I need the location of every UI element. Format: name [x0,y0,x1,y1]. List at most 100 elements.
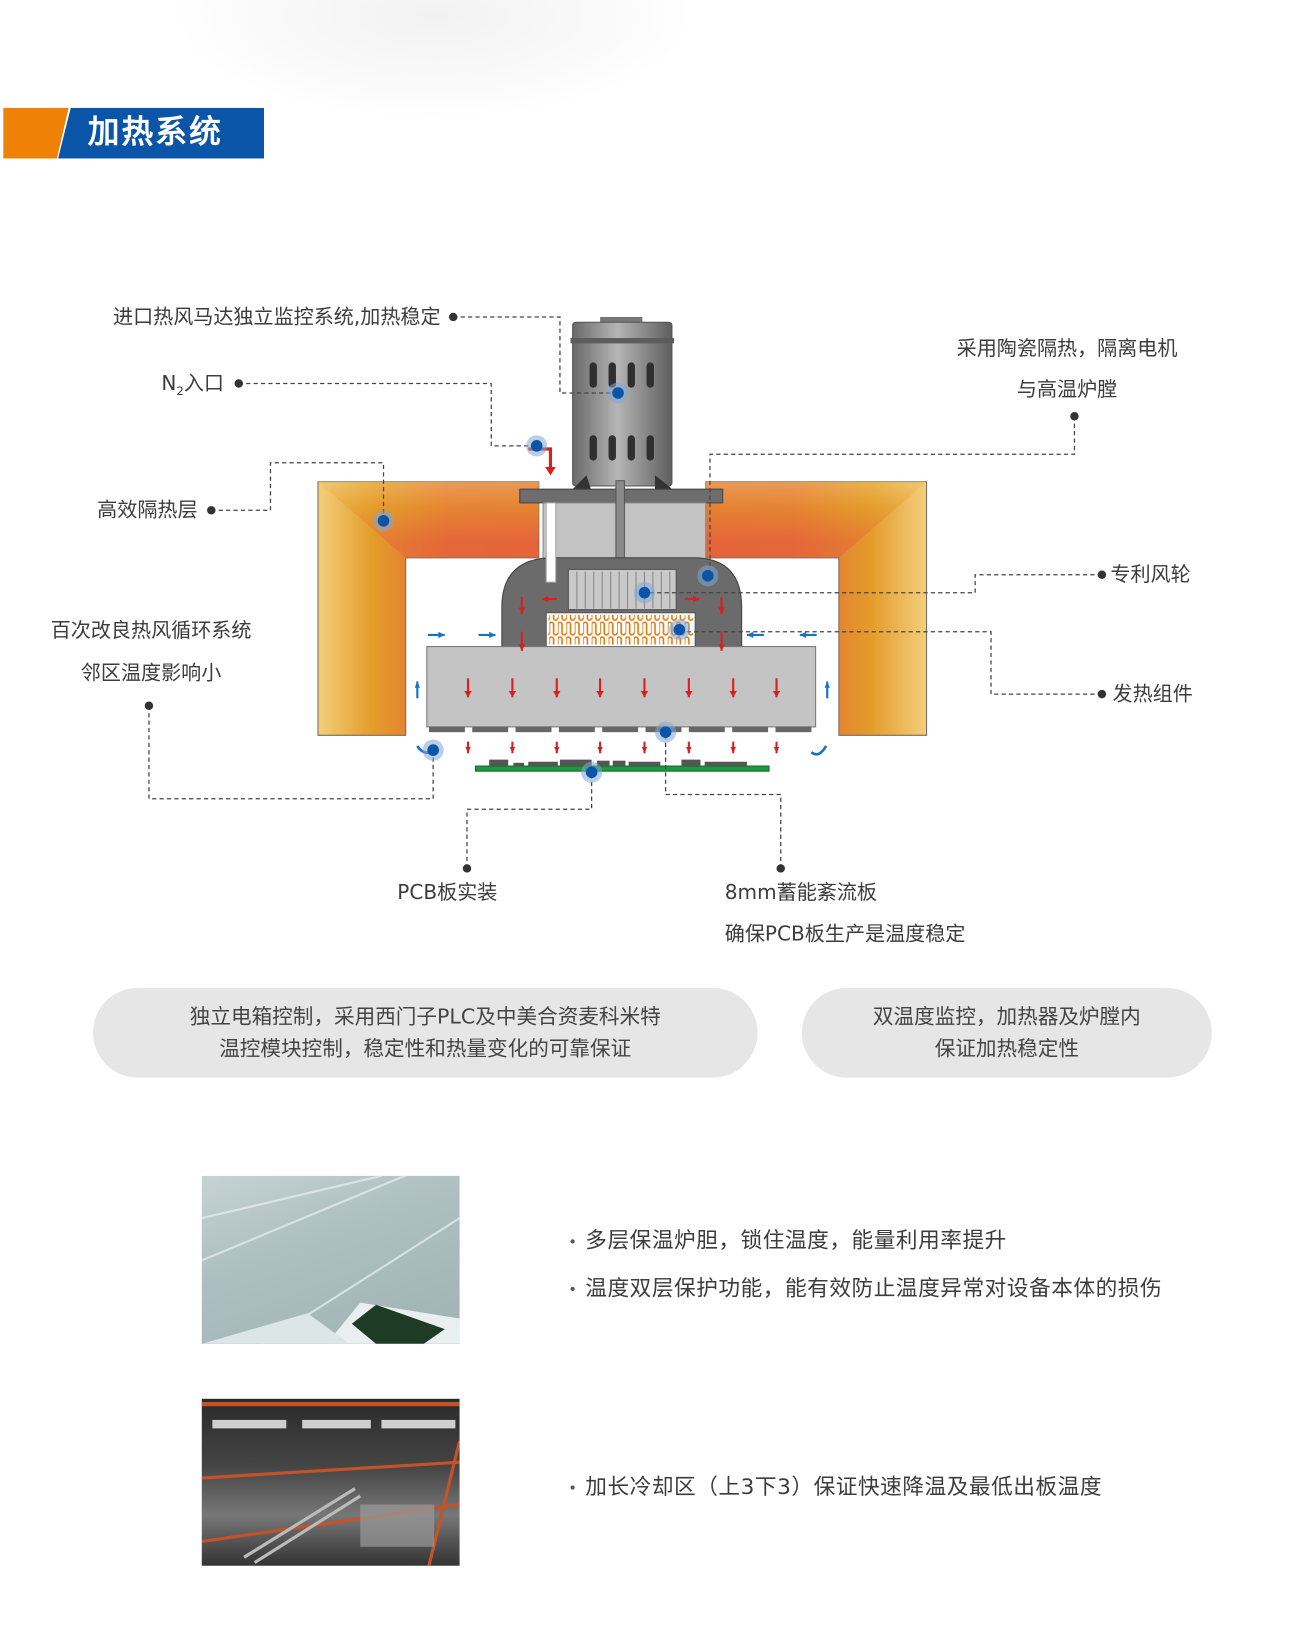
airflow-arrow [685,678,693,698]
label-ceramic-1: 采用陶瓷隔热，隔离电机 [956,337,1178,361]
callout-marker [372,510,395,532]
arrow-head [553,690,561,698]
airflow-arrow [427,631,445,639]
nozzle-slot [688,726,725,733]
airflow-arrow [597,741,603,754]
airflow-arrow [553,678,561,698]
airflow-arrow [641,741,648,754]
label-circulation-1: 百次改良热风循环系统 [50,619,252,643]
airflow-arrow [518,631,526,651]
arrow-head [438,631,445,639]
arrow-head [597,746,603,754]
arrow-head [718,644,725,651]
arrow-head [773,746,780,754]
marker-dot [638,586,651,599]
section-title: 加热系统 [87,114,223,152]
label-plate-1: 8mm蓄能紊流板 [724,881,878,905]
airflow-arrow [773,741,780,754]
marker-dot [612,387,624,399]
header-banner [58,107,265,159]
heating-system-diagram [144,312,1107,873]
bullet-item: 温度双层保护功能，能有效防止温度异常对设备本体的损伤 [570,1270,1163,1302]
arrow-head [685,690,693,698]
nozzle-slot [732,726,769,733]
marker-dot [377,515,390,527]
airflow-arrow [465,741,471,754]
callout-markers [372,382,719,783]
airflow-arrow [824,681,830,699]
airflow-arrow [729,678,737,698]
airflow-arrow [541,595,557,603]
label-pcb: PCB板实装 [397,881,498,905]
nozzle-slot [775,726,812,733]
fan-motor [570,316,675,492]
arrow-head [464,690,472,698]
n2-pipe [545,502,557,583]
callout-marker [581,761,603,783]
arrow-head [746,631,754,639]
marker-dot [530,440,543,452]
n2-prefix: N [161,371,177,396]
bullet-dot [570,1485,575,1490]
airflow-arrow [730,741,736,754]
label-n2-inlet: N2入口 [161,371,224,405]
airflow-arrow [640,678,649,698]
arrow-head [508,690,517,698]
feature-pill-monitoring: 双温度监控，加热器及炉膛内 保证加热稳定性 [801,987,1212,1078]
turbulence-plate [426,646,817,728]
label-heater: 发热组件 [1112,682,1193,706]
airflow-arrow [464,678,472,698]
arrow-head [596,690,604,698]
label-circulation-2: 邻区温度影响小 [80,661,222,685]
feature-line: 独立电箱控制，采用西门子PLC及中美合资麦科米特 [189,1004,661,1029]
arrow-head [693,595,700,603]
airflow-arrow [718,631,725,651]
callout-marker [668,619,690,641]
callout-marker [697,565,719,587]
airflow-arrow [414,681,420,699]
label-ceramic-2: 与高温炉膛 [1016,378,1118,402]
photo-insulation-layers [201,1175,460,1344]
callout-marker [633,582,656,604]
bullet-item: 多层保温炉胆，锁住温度，能量利用率提升 [570,1222,1007,1254]
callout-marker [607,382,629,404]
arrow-head [799,631,807,639]
arrow-head [686,746,692,754]
bullet-text: 温度双层保护功能，能有效防止温度异常对设备本体的损伤 [585,1275,1163,1301]
airflow-arrow [772,678,781,698]
arrow-head [541,595,549,603]
airflow-arrow [478,631,496,639]
nozzle-slot [472,726,509,733]
fan-wheel [567,568,677,611]
label-motor: 进口热风马达独立监控系统,加热稳定 [112,305,441,329]
insulation-right [705,481,928,736]
arrow-head [509,746,516,754]
airflow-arrow [508,678,517,698]
airflow-arrow [509,741,516,754]
nozzle-slot [602,726,639,733]
bullet-text: 多层保温炉胆，锁住温度，能量利用率提升 [585,1227,1007,1254]
nozzle-slot [515,726,552,733]
insulation-left [317,481,540,736]
marker-dot [585,766,598,779]
pcb-board [475,759,770,772]
arrow-head [729,690,737,698]
airflow-arrow [718,596,725,614]
n2-flow-arrow-head [545,466,556,476]
arrow-head [518,644,526,651]
airflow-arrow [686,741,692,754]
nozzle-slot [558,726,595,733]
marker-dot [673,623,686,636]
arrow-head [489,631,496,639]
bullet-dot [570,1286,575,1292]
arrow-head [640,690,649,698]
airflow-arrow [799,631,817,639]
airflow-arrow [596,678,604,698]
airflow-arrow [746,631,764,639]
feature-line: 保证加热稳定性 [934,1035,1079,1061]
label-fan: 专利风轮 [1110,563,1191,587]
feature-line: 双温度监控，加热器及炉膛内 [872,1004,1141,1029]
callout-marker [655,721,677,743]
n2-subscript: 2 [176,384,184,399]
label-insulation: 高效隔热层 [97,498,198,522]
